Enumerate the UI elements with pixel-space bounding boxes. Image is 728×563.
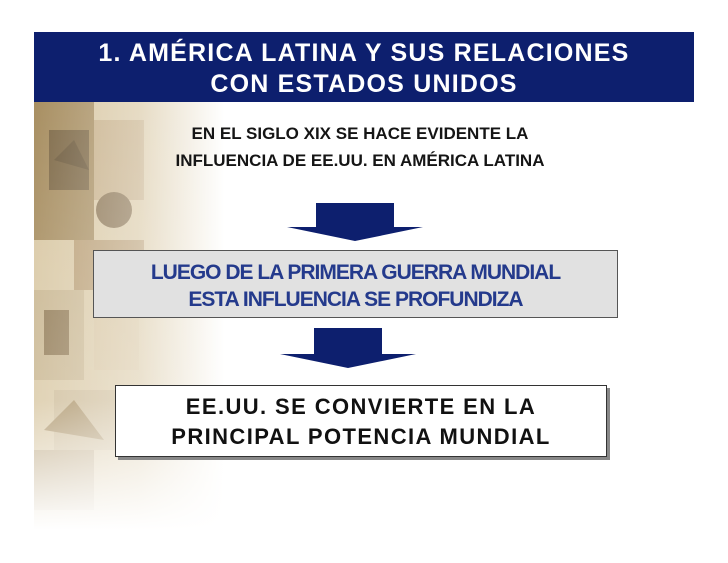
conclusion-line-2: PRINCIPAL POTENCIA MUNDIAL	[171, 424, 551, 449]
influence-line-1: LUEGO DE LA PRIMERA GUERRA MUNDIAL	[150, 261, 561, 284]
conclusion-line-1: EE.UU. SE CONVIERTE EN LA	[185, 394, 537, 419]
intro-line-2: INFLUENCIA DE EE.UU. EN AMÉRICA LATINA	[175, 151, 545, 170]
down-arrow-icon	[287, 203, 423, 241]
influence-box: LUEGO DE LA PRIMERA GUERRA MUNDIAL ESTA …	[93, 250, 618, 318]
title-line-2: CON ESTADOS UNIDOS	[210, 70, 518, 98]
title-line-1: 1. AMÉRICA LATINA Y SUS RELACIONES	[98, 39, 630, 67]
intro-line-1: EN EL SIGLO XIX SE HACE EVIDENTE LA	[191, 124, 529, 143]
intro-text: EN EL SIGLO XIX SE HACE EVIDENTE LA INFL…	[90, 120, 630, 174]
influence-line-2: ESTA INFLUENCIA SE PROFUNDIZA	[188, 288, 523, 311]
slide-title: 1. AMÉRICA LATINA Y SUS RELACIONES CON E…	[34, 32, 694, 102]
conclusion-box: EE.UU. SE CONVIERTE EN LA PRINCIPAL POTE…	[115, 385, 607, 457]
down-arrow-icon	[280, 328, 416, 368]
